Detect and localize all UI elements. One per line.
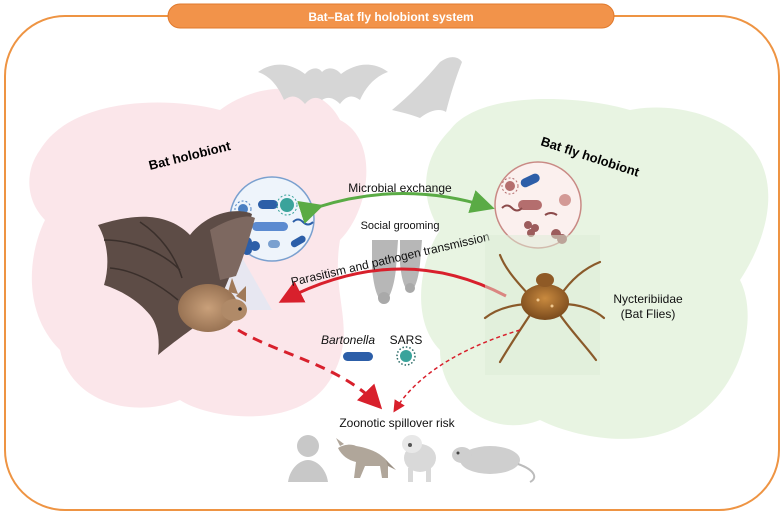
sars-virus-icon (396, 346, 416, 366)
parasitism-arrow (278, 267, 507, 303)
microbial-exchange-arrow (297, 190, 495, 224)
bat-spillover-arrow (237, 328, 383, 410)
bat-flies-label: (Bat Flies) (621, 307, 676, 321)
human-icon (288, 435, 328, 482)
title-banner: Bat–Bat fly holobiont system (167, 3, 615, 29)
bat-illustration-icon (98, 211, 255, 355)
nycteribiidae-label: Nycteribiidae (613, 292, 683, 306)
coyote-icon (336, 438, 396, 478)
title-text: Bat–Bat fly holobiont system (308, 10, 473, 24)
bat-silhouette-icon (258, 57, 462, 118)
bartonella-label: Bartonella (321, 333, 375, 347)
rat-icon (452, 446, 536, 483)
hanging-bats-icon (372, 240, 422, 304)
social-grooming-label: Social grooming (361, 220, 440, 232)
zoonotic-spillover-label: Zoonotic spillover risk (339, 416, 455, 430)
microbial-exchange-label: Microbial exchange (348, 181, 452, 195)
bat-fly-illustration-icon (483, 235, 606, 375)
dog-icon (402, 435, 436, 482)
bartonella-icon (343, 352, 373, 361)
sars-label: SARS (390, 333, 423, 347)
fly-spillover-arrow (393, 329, 521, 413)
